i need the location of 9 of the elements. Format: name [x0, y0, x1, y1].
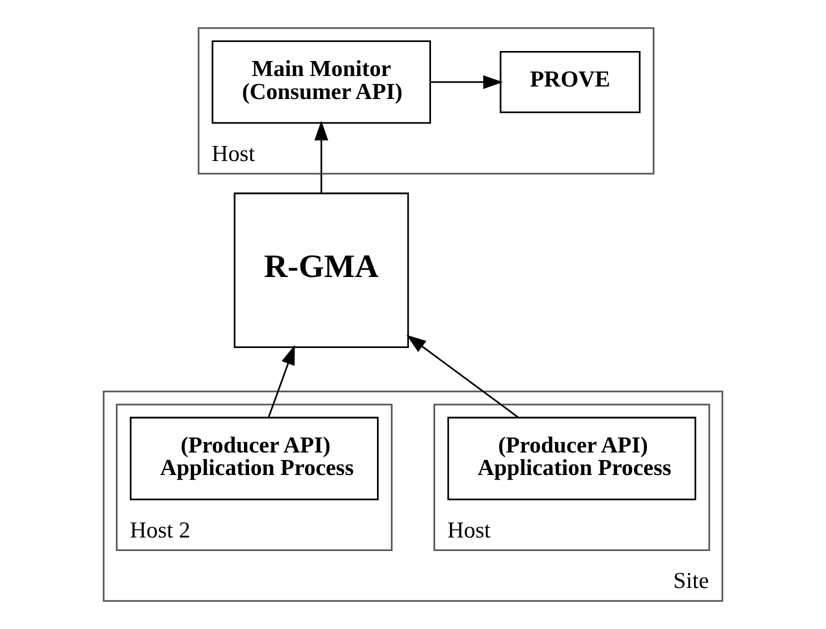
arrow: [314, 120, 328, 193]
node-box: Main Monitor (Consumer API): [212, 40, 431, 124]
arrow: [406, 334, 519, 418]
node-box: (Producer API) Application Process: [447, 416, 696, 500]
node-box: (Producer API) Application Process: [130, 416, 379, 500]
node-box: R-GMA: [234, 192, 409, 348]
arrow: [268, 345, 295, 418]
node-box: PROVE: [500, 50, 641, 114]
arrow: [430, 75, 503, 89]
